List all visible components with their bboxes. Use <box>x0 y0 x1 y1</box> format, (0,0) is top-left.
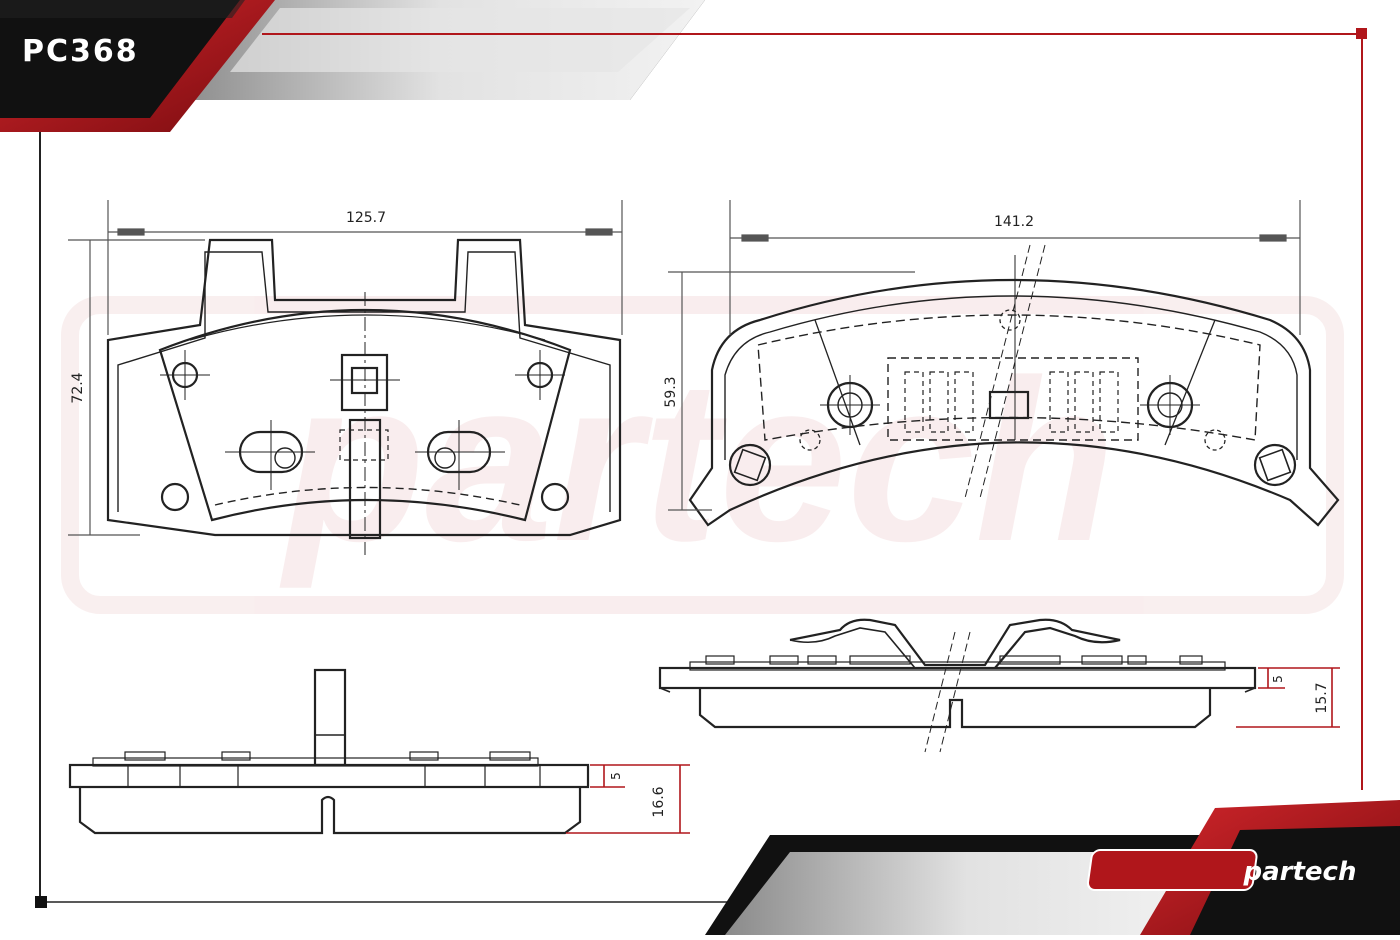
footer-banner <box>705 800 1400 935</box>
pad-b-thickness-dimensions <box>1236 667 1340 728</box>
pad-b-total-thickness-label: 15.7 <box>1314 682 1330 713</box>
watermark: partech <box>61 296 1344 614</box>
watermark-text: partech <box>279 332 1116 589</box>
brand-logo: partech <box>1086 849 1357 891</box>
pad-a-width-dimension <box>107 200 623 335</box>
pad-a-side-view <box>68 668 590 835</box>
pad-a-height-label: 72.4 <box>70 372 86 403</box>
pad-a-centerlines <box>160 292 565 555</box>
pad-a-height-dimension <box>68 239 205 536</box>
pad-b-side-view <box>658 618 1257 729</box>
pad-b-centerlines <box>820 244 1200 499</box>
part-code: PC368 <box>22 34 139 69</box>
pad-b-plate-thickness-label: 5 <box>1271 675 1285 683</box>
brand-logo-text: partech <box>1243 857 1357 887</box>
pad-a-width-label: 125.7 <box>346 210 386 226</box>
header-banner <box>0 0 705 132</box>
pad-b-width-dimension <box>729 200 1301 335</box>
pad-b-height-dimension <box>668 271 915 511</box>
pad-a-plate-thickness-label: 5 <box>609 772 623 780</box>
pad-b-height-label: 59.3 <box>663 376 679 407</box>
pad-a-total-thickness-label: 16.6 <box>651 786 667 817</box>
pad-b-centerlines-side <box>924 631 971 753</box>
frame-lines <box>35 28 1367 908</box>
pad-a-thickness-dimensions <box>566 764 690 834</box>
pad-b-width-label: 141.2 <box>994 214 1034 230</box>
